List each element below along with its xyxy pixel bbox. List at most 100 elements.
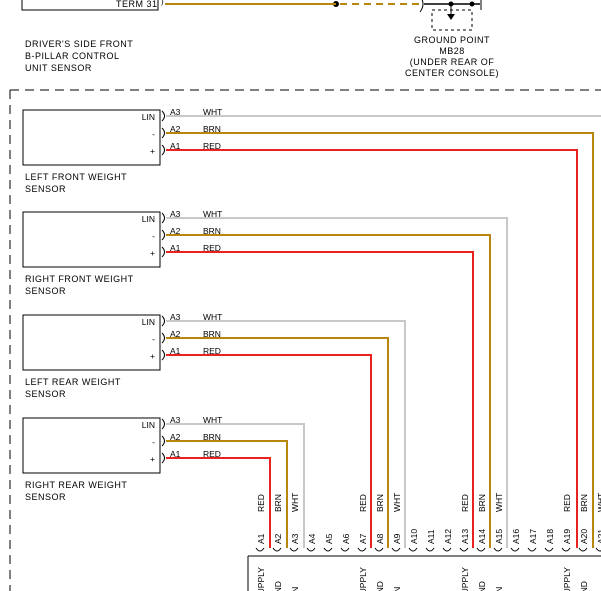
sensor-pin-label: A3 xyxy=(170,415,181,425)
connector-pin-label: A7 xyxy=(358,533,368,544)
wire-red xyxy=(166,457,271,548)
sensor-name-line: SENSOR xyxy=(25,184,66,194)
vertical-wire-color-label: RED xyxy=(256,494,266,512)
sensor-box xyxy=(22,109,161,166)
wire-color-label: RED xyxy=(203,141,221,151)
vertical-wire-color-label: WHT xyxy=(494,493,504,512)
connector-pin-bracket xyxy=(493,547,503,552)
pin-bracket xyxy=(161,246,165,258)
sensor-terminal-label: + xyxy=(150,146,155,156)
vertical-wire-color-label: RED xyxy=(358,494,368,512)
connector-pin-bracket xyxy=(527,547,537,552)
sensor-pin-label: A1 xyxy=(170,141,181,151)
wire-red xyxy=(166,354,372,548)
connector-pin-bracket xyxy=(544,547,554,552)
sensor-name-line: RIGHT REAR WEIGHT xyxy=(25,480,127,490)
connector-pin-label: A20 xyxy=(579,529,589,544)
pin-bracket xyxy=(161,110,165,122)
connector-pin-label: A9 xyxy=(392,533,402,544)
connector-pin-label: A18 xyxy=(545,529,555,544)
connector-pin-label: A19 xyxy=(562,529,572,544)
term31-label: TERM 31 xyxy=(116,0,158,9)
pin-bracket xyxy=(161,144,165,156)
sensor-terminal-label: LIN xyxy=(142,214,155,224)
sensor-pin-label: A1 xyxy=(170,449,181,459)
ground-point-label-line: GROUND POINT xyxy=(414,35,490,45)
connector-pin-label: A5 xyxy=(324,533,334,544)
connector-pin-bracket xyxy=(306,547,316,552)
pin-bracket xyxy=(161,349,165,361)
module-terminal-label: GND xyxy=(375,581,385,591)
connector-pin-label: A4 xyxy=(307,533,317,544)
connector-pin-label: A3 xyxy=(290,533,300,544)
vertical-wire-color-label: BRN xyxy=(273,494,283,512)
wire-brn xyxy=(166,440,288,548)
module-terminal-label: LIN xyxy=(494,587,504,591)
sensor-name-line: SENSOR xyxy=(25,389,66,399)
sensor-pin-label: A2 xyxy=(170,226,181,236)
module-terminal-label: SUPPLY xyxy=(256,567,266,591)
sensor-pin-label: A3 xyxy=(170,209,181,219)
wire-wht xyxy=(166,423,305,548)
ground-dashed-box xyxy=(431,9,473,31)
sensor-terminal-label: - xyxy=(152,437,155,447)
module-terminal-label: SUPPLY xyxy=(358,567,368,591)
wire-wht xyxy=(166,115,601,117)
sensor-pin-label: A3 xyxy=(170,107,181,117)
sensor-name-line: SENSOR xyxy=(25,286,66,296)
sensor-terminal-label: + xyxy=(150,454,155,464)
connector-pin-label: A8 xyxy=(375,533,385,544)
wire-wht xyxy=(166,320,406,548)
wires-layer xyxy=(165,3,601,548)
sensor-1 xyxy=(22,109,165,166)
wire-wht xyxy=(166,217,508,548)
pin-bracket xyxy=(161,332,165,344)
sensor-terminal-label: - xyxy=(152,334,155,344)
vertical-wire-color-label: RED xyxy=(562,494,572,512)
connector-pin-bracket xyxy=(510,547,520,552)
sensor-terminal-label: + xyxy=(150,351,155,361)
vertical-wire-color-label: BRN xyxy=(375,494,385,512)
wire-color-label: BRN xyxy=(203,329,221,339)
ground-point-label-line: CENTER CONSOLE) xyxy=(405,68,499,78)
sensor-4 xyxy=(22,417,165,474)
ground-point-label-line: (UNDER REAR OF xyxy=(410,57,495,67)
sensor-box xyxy=(22,314,161,371)
connector-pin-label: A10 xyxy=(409,529,419,544)
sensor-name-line: RIGHT FRONT WEIGHT xyxy=(25,274,134,284)
connector-pin-bracket xyxy=(272,547,282,552)
wire-color-label: BRN xyxy=(203,432,221,442)
driver-module-label-line: UNIT SENSOR xyxy=(25,63,92,73)
wire-brn xyxy=(166,337,389,548)
sensor-pin-label: A3 xyxy=(170,312,181,322)
wire-color-label: BRN xyxy=(203,226,221,236)
wire-color-label: WHT xyxy=(203,312,222,322)
connector-pin-bracket xyxy=(561,547,571,552)
vertical-wire-color-label: WHT xyxy=(290,493,300,512)
sensor-box xyxy=(22,417,161,474)
ground-connector-arc xyxy=(419,0,424,13)
sensor-pin-label: A2 xyxy=(170,432,181,442)
module-terminal-label: GND xyxy=(579,581,589,591)
driver-module-label-line: DRIVER'S SIDE FRONT xyxy=(25,39,133,49)
connector-pin-label: A11 xyxy=(426,529,436,544)
sensor-pin-label: A2 xyxy=(170,124,181,134)
vertical-wire-color-label: WHT xyxy=(392,493,402,512)
sensor-name-line: LEFT FRONT WEIGHT xyxy=(25,172,127,182)
connector-pin-label: A21 xyxy=(596,529,601,544)
wire-brn xyxy=(166,234,491,548)
module-terminal-label: GND xyxy=(477,581,487,591)
connector-pin-bracket xyxy=(476,547,486,552)
module-terminal-label: GND xyxy=(273,581,283,591)
wire-color-label: RED xyxy=(203,243,221,253)
pin-bracket xyxy=(161,127,165,139)
connector-pin-label: A6 xyxy=(341,533,351,544)
sensor-terminal-label: + xyxy=(150,248,155,258)
vertical-wire-color-label: RED xyxy=(460,494,470,512)
pin-bracket xyxy=(161,229,165,241)
driver-module-label-line: B-PILLAR CONTROL xyxy=(25,51,120,61)
module-terminal-label: SUPPLY xyxy=(460,567,470,591)
sensor-terminal-label: LIN xyxy=(142,317,155,327)
